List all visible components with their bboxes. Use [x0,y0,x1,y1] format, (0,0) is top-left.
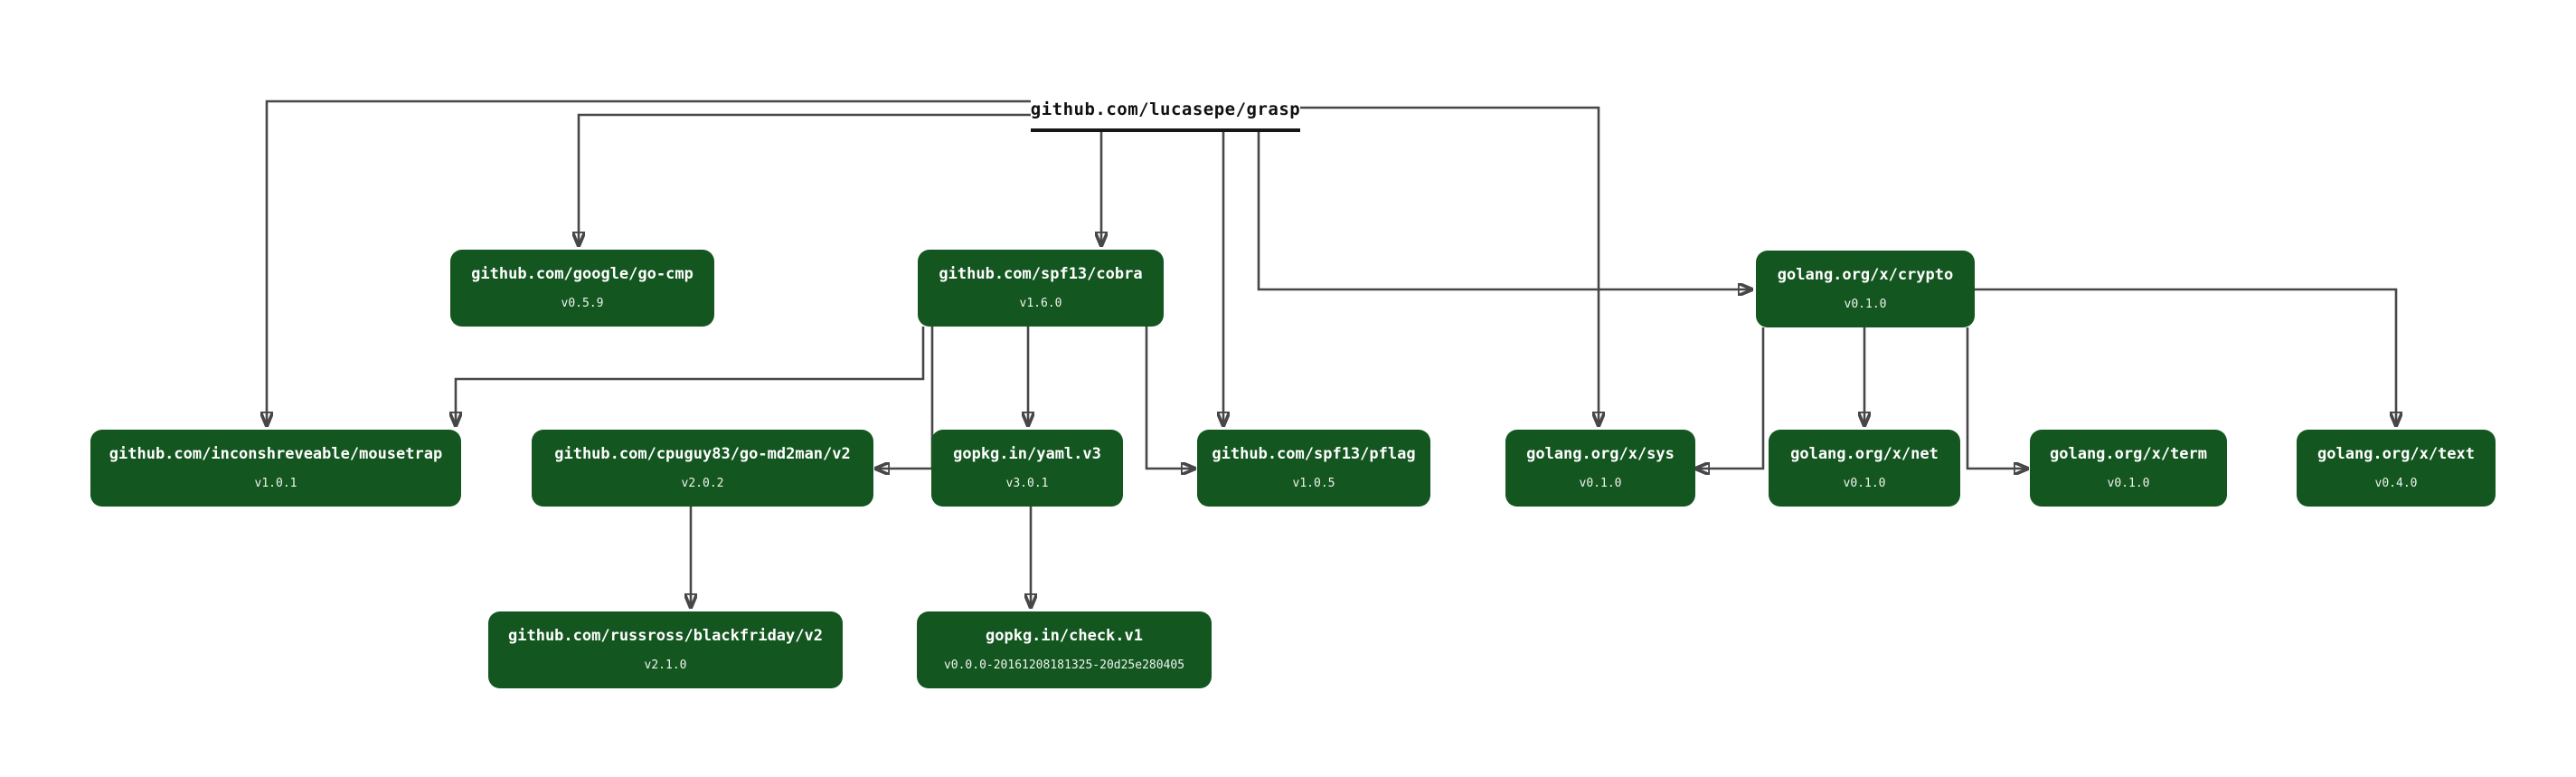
module-name: github.com/cpuguy83/go-md2man/v2 [554,445,851,463]
module-version: v1.0.1 [254,477,297,490]
edge-grasp-to-mousetrap [267,99,1031,424]
module-version: v0.0.0-20161208181325-20d25e280405 [943,659,1185,672]
node-x-net: golang.org/x/net v0.1.0 [1769,430,1960,507]
module-version: v1.6.0 [1019,297,1062,310]
node-cobra: github.com/spf13/cobra v1.6.0 [918,250,1164,327]
module-name: github.com/spf13/cobra [939,265,1143,283]
edge-crypto-to-term [1966,327,2026,469]
module-version: v0.1.0 [1844,298,1887,311]
node-x-term: golang.org/x/term v0.1.0 [2030,430,2227,507]
module-version: v0.1.0 [1579,477,1622,490]
node-x-sys: golang.org/x/sys v0.1.0 [1505,430,1695,507]
module-version: v0.4.0 [2374,477,2418,490]
node-check-v1: gopkg.in/check.v1 v0.0.0-20161208181325-… [917,611,1212,688]
module-name: golang.org/x/sys [1526,445,1675,463]
module-name: golang.org/x/text [2317,445,2475,463]
module-name: golang.org/x/term [2050,445,2207,463]
edge-crypto-to-sys [1697,327,1765,469]
module-name: golang.org/x/net [1790,445,1939,463]
module-name: github.com/inconshreveable/mousetrap [109,445,443,463]
module-name: gopkg.in/yaml.v3 [953,445,1101,463]
edge-grasp-to-crypto [1257,132,1750,289]
node-x-text: golang.org/x/text v0.4.0 [2297,430,2496,507]
edge-grasp-to-sys [1300,106,1599,424]
edge-cobra-to-mousetrap [456,327,925,424]
root-module-label: github.com/lucasepe/grasp [1030,99,1301,119]
module-version: v0.5.9 [561,297,604,310]
module-version: v0.1.0 [1843,477,1886,490]
module-name: golang.org/x/crypto [1777,266,1954,284]
module-name: gopkg.in/check.v1 [986,627,1143,645]
edge-grasp-to-go-cmp [579,113,1031,244]
node-pflag: github.com/spf13/pflag v1.0.5 [1197,430,1430,507]
module-version: v3.0.1 [1005,477,1049,490]
module-version: v1.0.5 [1292,477,1335,490]
module-version: v2.1.0 [644,659,687,672]
node-blackfriday: github.com/russross/blackfriday/v2 v2.1.… [488,611,843,688]
node-yaml-v3: gopkg.in/yaml.v3 v3.0.1 [931,430,1123,507]
module-name: github.com/russross/blackfriday/v2 [508,627,823,645]
node-go-md2man: github.com/cpuguy83/go-md2man/v2 v2.0.2 [532,430,873,507]
module-name: github.com/spf13/pflag [1212,445,1416,463]
node-grasp-root: github.com/lucasepe/grasp [1031,90,1300,132]
node-crypto: golang.org/x/crypto v0.1.0 [1756,251,1975,327]
module-name: github.com/google/go-cmp [471,265,694,283]
node-go-cmp: github.com/google/go-cmp v0.5.9 [450,250,714,327]
module-version: v0.1.0 [2107,477,2150,490]
edge-cobra-to-pflag [1145,327,1194,469]
node-mousetrap: github.com/inconshreveable/mousetrap v1.… [90,430,461,507]
edge-crypto-to-text [1975,288,2396,424]
module-version: v2.0.2 [681,477,724,490]
